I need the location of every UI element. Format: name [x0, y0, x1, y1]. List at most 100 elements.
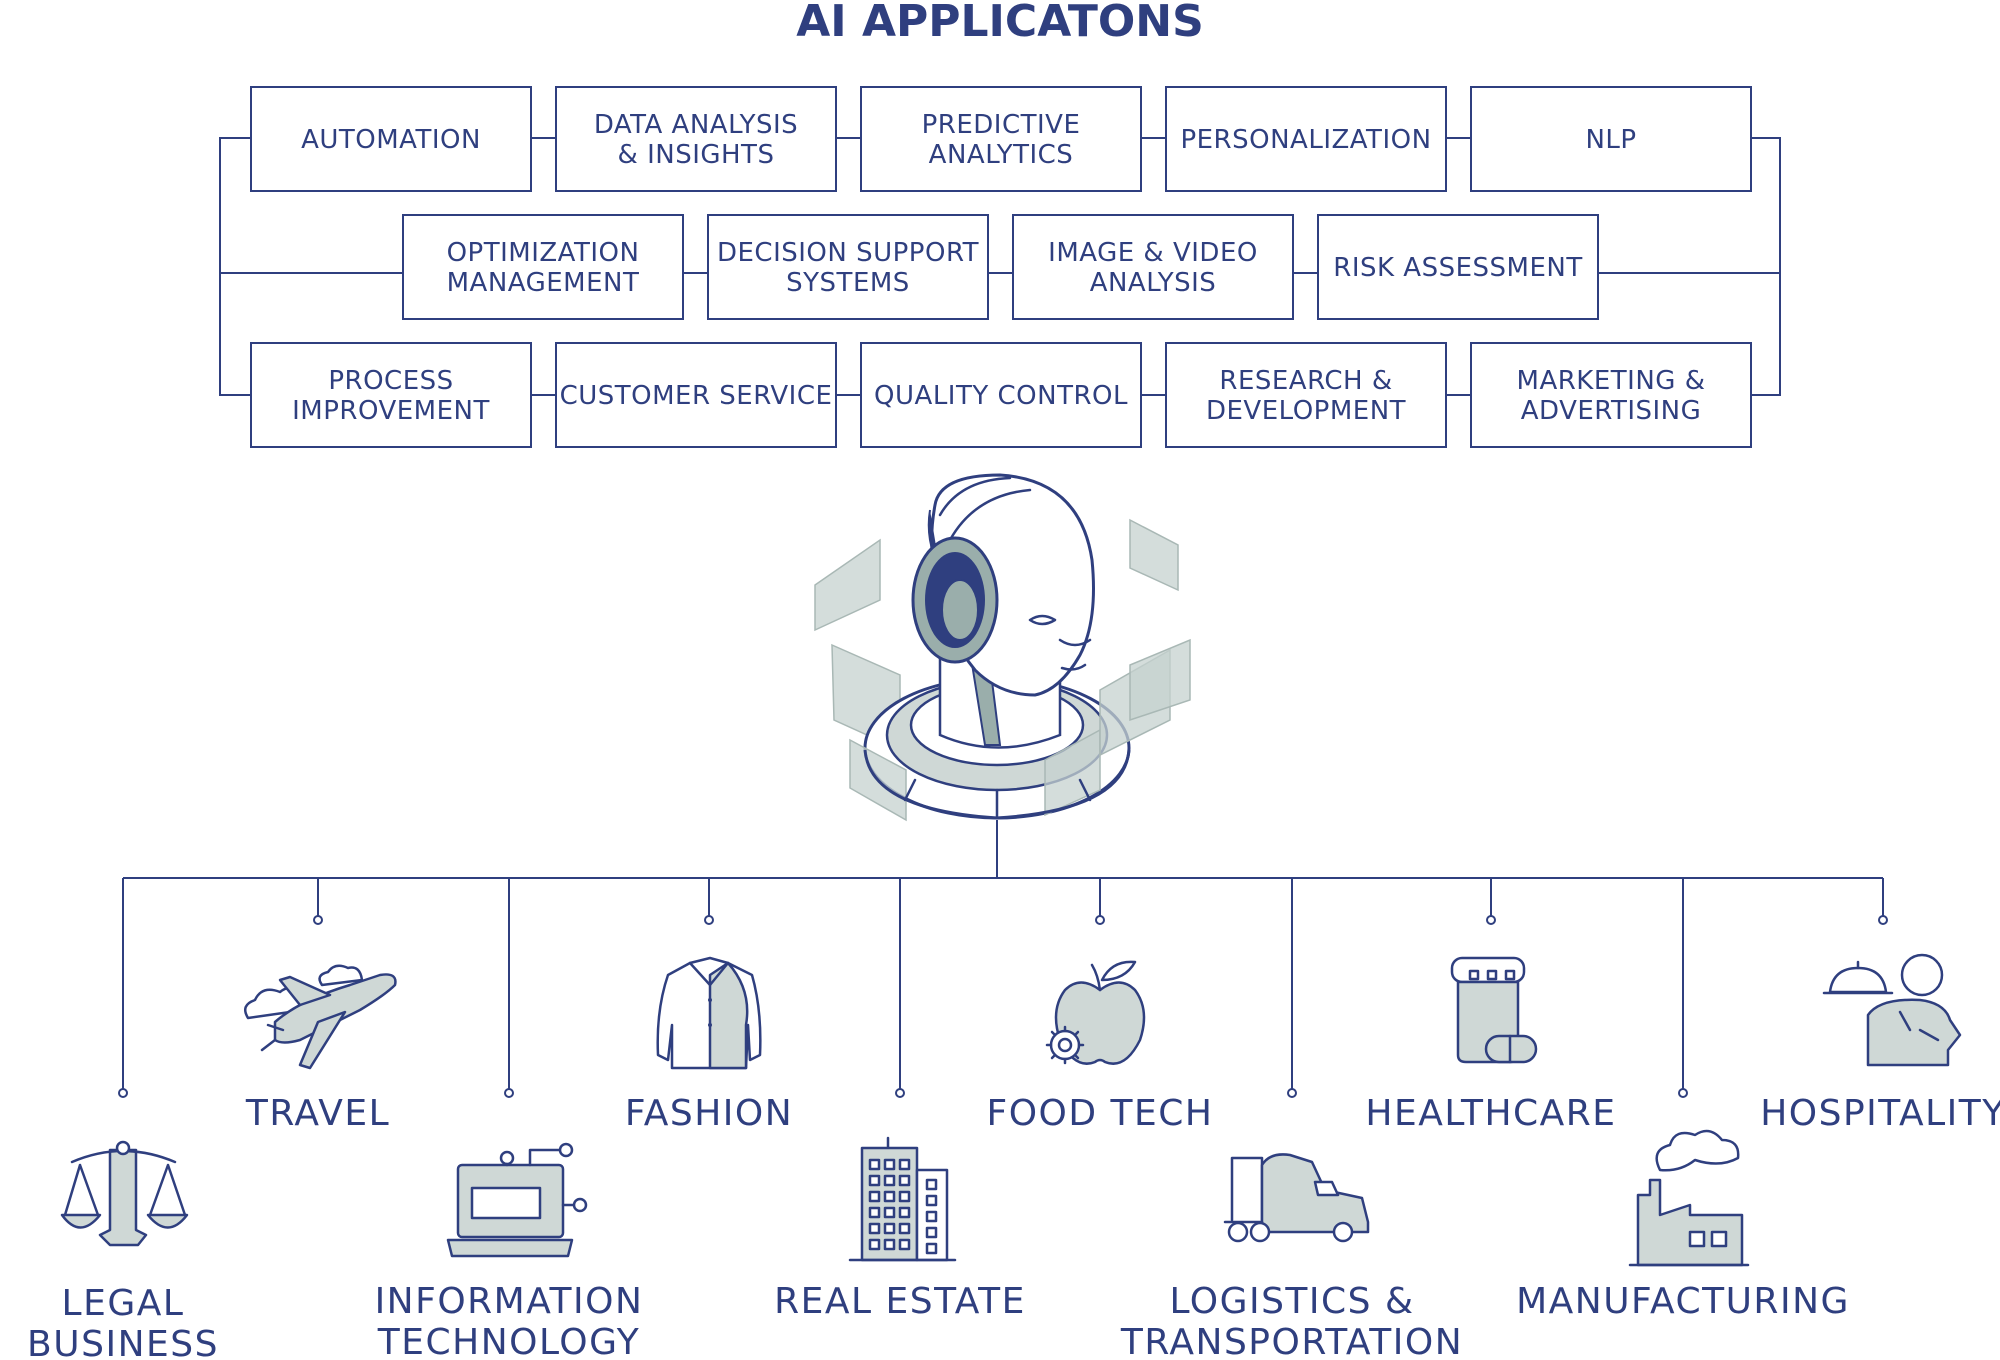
app-box-decision-support-systems-label: DECISION SUPPORT — [717, 238, 979, 268]
industry-label-food-tech: FOOD TECH — [987, 1093, 1214, 1134]
app-box-predictive-analytics-frame — [860, 86, 1142, 192]
industry-label-logistics-and-transportation: TRANSPORTATION — [1120, 1322, 1463, 1360]
scales-icon — [60, 1140, 189, 1247]
building-window — [898, 1222, 911, 1235]
application-connectors — [219, 137, 1781, 396]
app-box-marketing-and-advertising-label: ADVERTISING — [1521, 396, 1702, 426]
app-box-optimization-management-label: OPTIMIZATION — [447, 238, 640, 268]
industry-label-real-estate: REAL ESTATE — [774, 1281, 1026, 1322]
app-box-research-and-development-label: RESEARCH & — [1219, 366, 1392, 396]
app-box-process-improvement-label: IMPROVEMENT — [292, 396, 490, 426]
industry-label-information-technology: INFORMATION — [375, 1281, 644, 1322]
industry-label-logistics-and-transportation: LOGISTICS & — [1169, 1281, 1414, 1322]
building-window — [868, 1174, 881, 1187]
building-window — [883, 1222, 896, 1235]
industry-label-legal-business: LEGAL — [62, 1283, 185, 1324]
app-box-data-analysis-and-insights: DATA ANALYSIS& INSIGHTS — [555, 86, 837, 192]
factory-icon — [1628, 1129, 1750, 1267]
app-box-process-improvement-frame — [250, 342, 532, 448]
app-box-quality-control: QUALITY CONTROL — [860, 342, 1142, 448]
app-box-research-and-development-label: DEVELOPMENT — [1206, 396, 1406, 426]
app-box-optimization-management-label: MANAGEMENT — [447, 268, 640, 298]
app-box-nlp: NLP — [1470, 86, 1752, 192]
building-window — [925, 1226, 938, 1239]
app-box-predictive-analytics-label: PREDICTIVE — [922, 110, 1081, 140]
app-box-marketing-and-advertising-label: MARKETING & — [1517, 366, 1706, 396]
app-box-nlp-label: NLP — [1585, 125, 1636, 155]
industry-label-legal-business: BUSINESS — [27, 1324, 219, 1360]
building-window — [868, 1158, 881, 1171]
app-box-image-and-video-analysis-label: IMAGE & VIDEO — [1048, 238, 1258, 268]
apple-gear-icon — [1045, 960, 1146, 1065]
building-window — [883, 1238, 896, 1251]
app-box-automation-label: AUTOMATION — [301, 125, 481, 155]
app-box-quality-control-label: QUALITY CONTROL — [874, 381, 1128, 411]
building-window — [898, 1238, 911, 1251]
industry-label-fashion: FASHION — [625, 1093, 793, 1134]
building-icon — [848, 1136, 957, 1262]
app-box-marketing-and-advertising: MARKETING &ADVERTISING — [1470, 342, 1752, 448]
app-box-risk-assessment: RISK ASSESSMENT — [1317, 214, 1599, 320]
airplane-icon — [243, 964, 397, 1070]
app-box-data-analysis-and-insights-label: DATA ANALYSIS — [594, 110, 798, 140]
building-window — [868, 1222, 881, 1235]
building-window — [883, 1206, 896, 1219]
app-box-customer-service-label: CUSTOMER SERVICE — [560, 381, 833, 411]
app-box-image-and-video-analysis-frame — [1012, 214, 1294, 320]
building-window — [883, 1158, 896, 1171]
building-window — [898, 1206, 911, 1219]
pill-bottle-icon — [1450, 956, 1538, 1064]
app-box-process-improvement-label: PROCESS — [328, 366, 453, 396]
building-window — [925, 1210, 938, 1223]
truck-icon — [1223, 1153, 1370, 1243]
app-box-decision-support-systems-label: SYSTEMS — [786, 268, 910, 298]
app-box-customer-service-frame — [555, 342, 837, 448]
page-title: AI APPLICATONS — [796, 0, 1204, 47]
app-box-personalization-frame — [1165, 86, 1447, 192]
industry-label-hospitality: HOSPITALITY — [1760, 1093, 2000, 1134]
building-window — [868, 1206, 881, 1219]
building-window — [898, 1190, 911, 1203]
ai-robot-illustration — [814, 473, 1191, 822]
app-box-risk-assessment-frame — [1317, 214, 1599, 320]
app-box-optimization-management-frame — [402, 214, 684, 320]
app-box-research-and-development-frame — [1165, 342, 1447, 448]
building-window — [898, 1158, 911, 1171]
building-window — [898, 1174, 911, 1187]
industry-label-information-technology: TECHNOLOGY — [377, 1322, 640, 1360]
computer-icon — [446, 1142, 588, 1258]
app-box-data-analysis-and-insights-frame — [555, 86, 837, 192]
app-box-personalization: PERSONALIZATION — [1165, 86, 1447, 192]
app-box-quality-control-frame — [860, 342, 1142, 448]
app-box-automation: AUTOMATION — [250, 86, 532, 192]
app-box-decision-support-systems-frame — [707, 214, 989, 320]
industry-label-healthcare: HEALTHCARE — [1365, 1093, 1616, 1134]
building-window — [925, 1178, 938, 1191]
industry-label-travel: TRAVEL — [245, 1093, 390, 1134]
app-box-risk-assessment-label: RISK ASSESSMENT — [1333, 253, 1582, 283]
app-box-customer-service: CUSTOMER SERVICE — [555, 342, 837, 448]
app-box-nlp-frame — [1470, 86, 1752, 192]
app-box-marketing-and-advertising-frame — [1470, 342, 1752, 448]
app-box-automation-frame — [250, 86, 532, 192]
building-window — [883, 1190, 896, 1203]
building-window — [925, 1194, 938, 1207]
industry-label-manufacturing: MANUFACTURING — [1516, 1281, 1850, 1322]
app-box-image-and-video-analysis-label: ANALYSIS — [1090, 268, 1217, 298]
shirt-icon — [656, 956, 762, 1070]
industry-connectors — [118, 820, 1888, 1098]
building-window — [925, 1242, 938, 1255]
app-box-predictive-analytics-label: ANALYTICS — [929, 140, 1074, 170]
app-box-personalization-label: PERSONALIZATION — [1180, 125, 1431, 155]
app-box-research-and-development: RESEARCH &DEVELOPMENT — [1165, 342, 1447, 448]
waiter-icon — [1822, 953, 1962, 1067]
building-window — [868, 1190, 881, 1203]
